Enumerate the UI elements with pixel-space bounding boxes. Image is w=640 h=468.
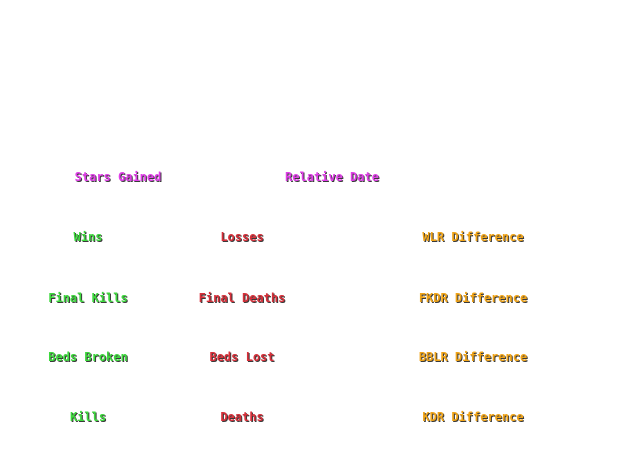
bblr-difference-label: BBLR Difference bbox=[418, 350, 528, 364]
fkdr-difference-label: FKDR Difference bbox=[418, 291, 528, 305]
wlr-difference-label: WLR Difference bbox=[422, 230, 524, 244]
kdr-difference-label: KDR Difference bbox=[422, 410, 524, 424]
losses-label: Losses bbox=[220, 230, 264, 244]
final-kills-label: Final Kills bbox=[48, 291, 128, 305]
deaths-label: Deaths bbox=[220, 410, 264, 424]
kills-label: Kills bbox=[69, 410, 107, 424]
relative-date-label: Relative Date bbox=[285, 170, 379, 184]
wins-label: Wins bbox=[73, 230, 103, 244]
beds-broken-label: Beds Broken bbox=[48, 350, 128, 364]
final-deaths-label: Final Deaths bbox=[198, 291, 286, 305]
beds-lost-label: Beds Lost bbox=[209, 350, 275, 364]
stars-gained-label: Stars Gained bbox=[74, 170, 162, 184]
